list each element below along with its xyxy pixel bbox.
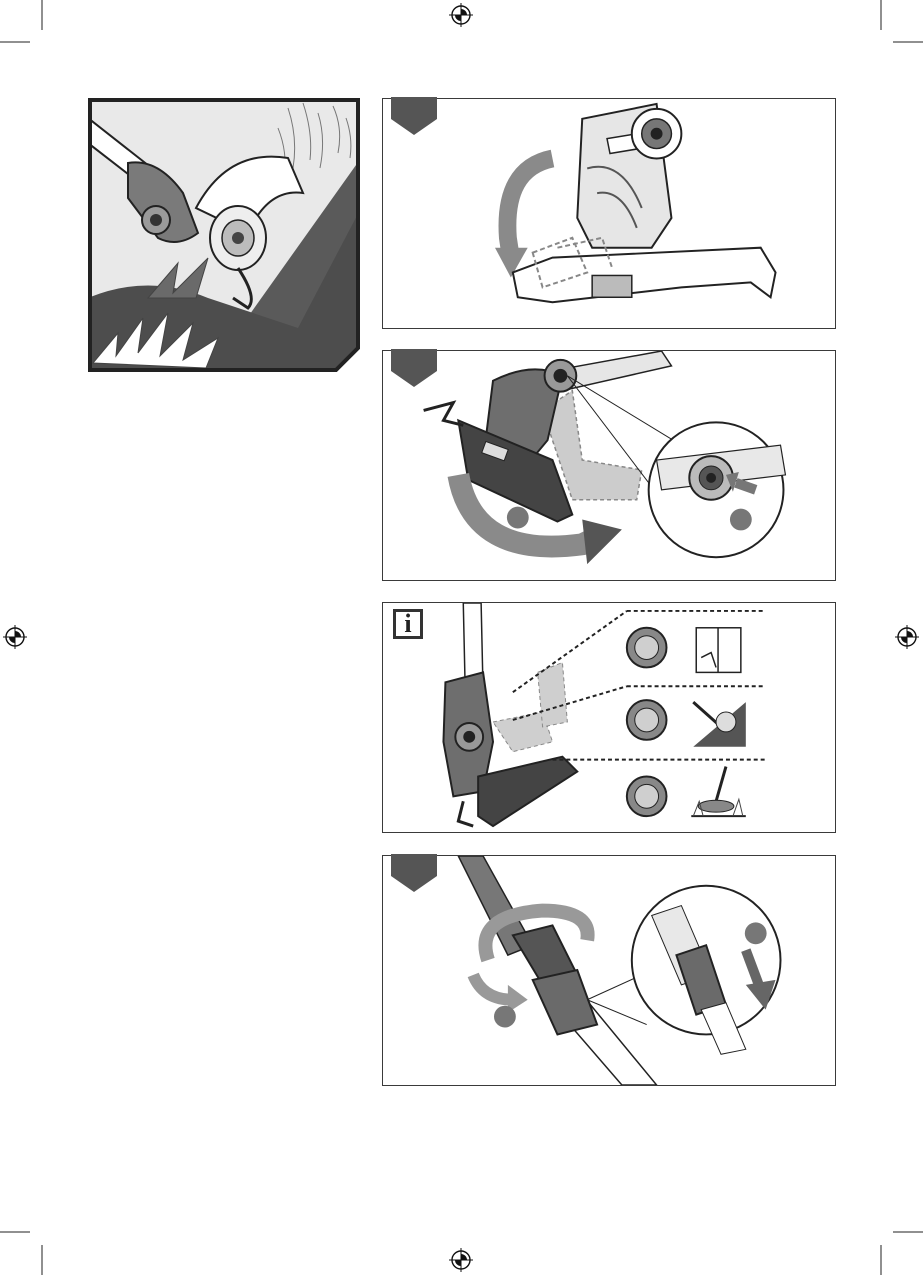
dial-position-2	[627, 700, 667, 740]
trimmer-edging-icon	[88, 98, 361, 373]
dial-position-1	[627, 628, 667, 668]
step-guard-fold	[382, 98, 836, 329]
registration-mark-top	[449, 3, 473, 27]
dial-position-3	[627, 776, 667, 816]
registration-mark-bottom	[449, 1248, 473, 1272]
head-rotate-illustration	[383, 351, 835, 580]
step-shaft-adjust	[382, 855, 836, 1086]
head-positions-illustration	[383, 603, 835, 832]
registration-mark-right	[895, 625, 919, 649]
main-illustration	[88, 98, 361, 373]
guard-fold-illustration	[383, 99, 835, 328]
step-head-rotate	[382, 350, 836, 581]
shaft-adjust-illustration	[383, 856, 835, 1085]
registration-mark-left	[3, 625, 27, 649]
info-head-positions: i	[382, 602, 836, 833]
